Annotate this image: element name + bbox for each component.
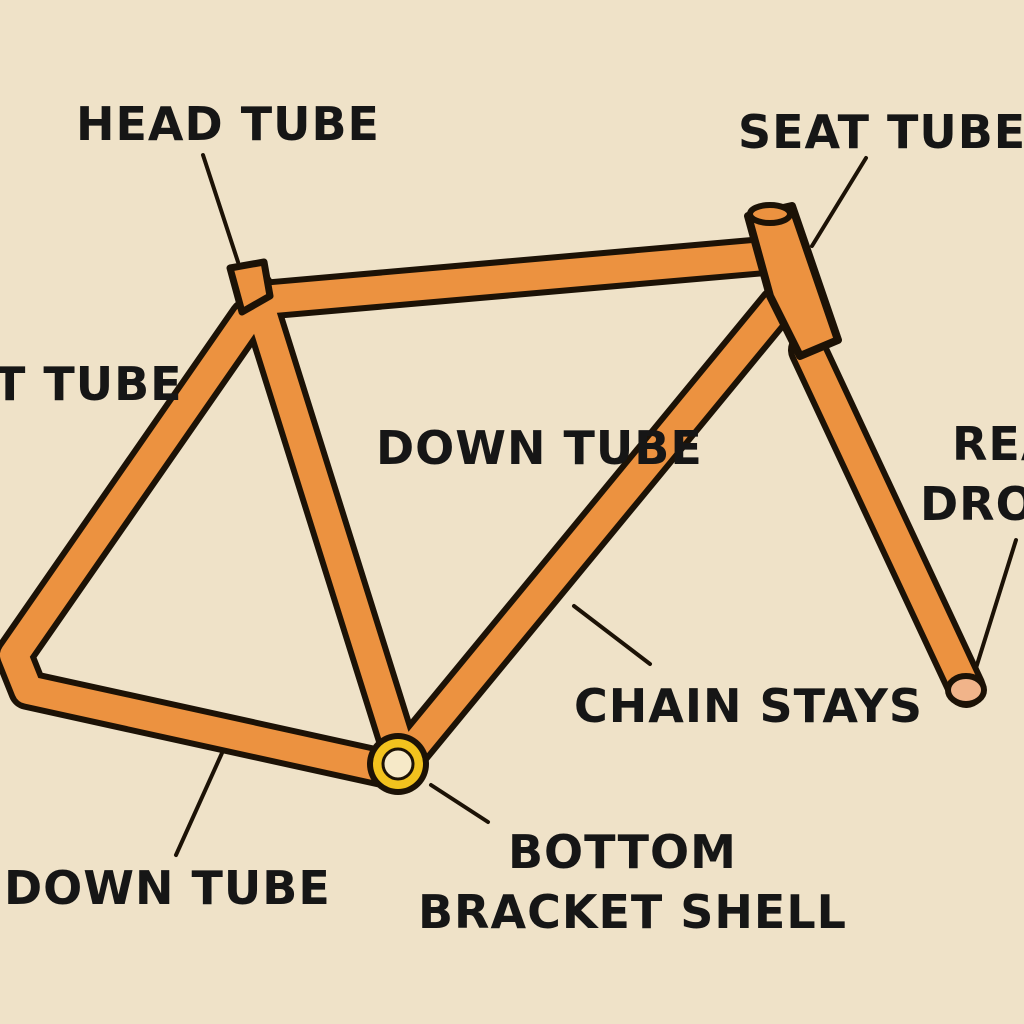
bottom-bracket-shell: [367, 733, 429, 795]
leader-seat-tube: [810, 156, 868, 248]
leader-head-tube: [201, 153, 240, 264]
rear-stay: [794, 336, 980, 702]
leader-chain-stays: [572, 604, 652, 666]
head-tube-block: [226, 258, 274, 316]
leader-down-tube-bottom: [174, 751, 224, 857]
down-tube: [391, 291, 792, 772]
label-down-tube-bottom: DOWN TUBE: [4, 861, 331, 915]
label-top-tube-partial: T TUBE: [0, 357, 183, 411]
label-chain-stays: CHAIN STAYS: [574, 679, 924, 733]
label-down-tube-center: DOWN TUBE: [376, 421, 703, 475]
top-tube: [248, 241, 790, 314]
label-bottom-bracket-line2: BRACKET SHELL: [418, 885, 847, 939]
label-bottom-bracket-line1: BOTTOM: [508, 825, 737, 879]
left-stay: [0, 304, 406, 784]
leader-lines: [174, 153, 1018, 857]
rear-dropout-cap: [945, 673, 987, 707]
label-seat-tube: SEAT TUBE: [738, 105, 1024, 159]
label-rear-dropout-line2: DRO: [920, 477, 1024, 531]
leader-bottom-bracket: [429, 783, 490, 824]
seat-tube: [241, 276, 416, 772]
label-rear-dropout-line1: REA: [952, 417, 1024, 471]
seat-cluster-block: [744, 202, 842, 360]
frame-fill: [0, 241, 980, 784]
label-head-tube: HEAD TUBE: [76, 97, 380, 151]
leader-rear-dropout: [974, 538, 1018, 670]
